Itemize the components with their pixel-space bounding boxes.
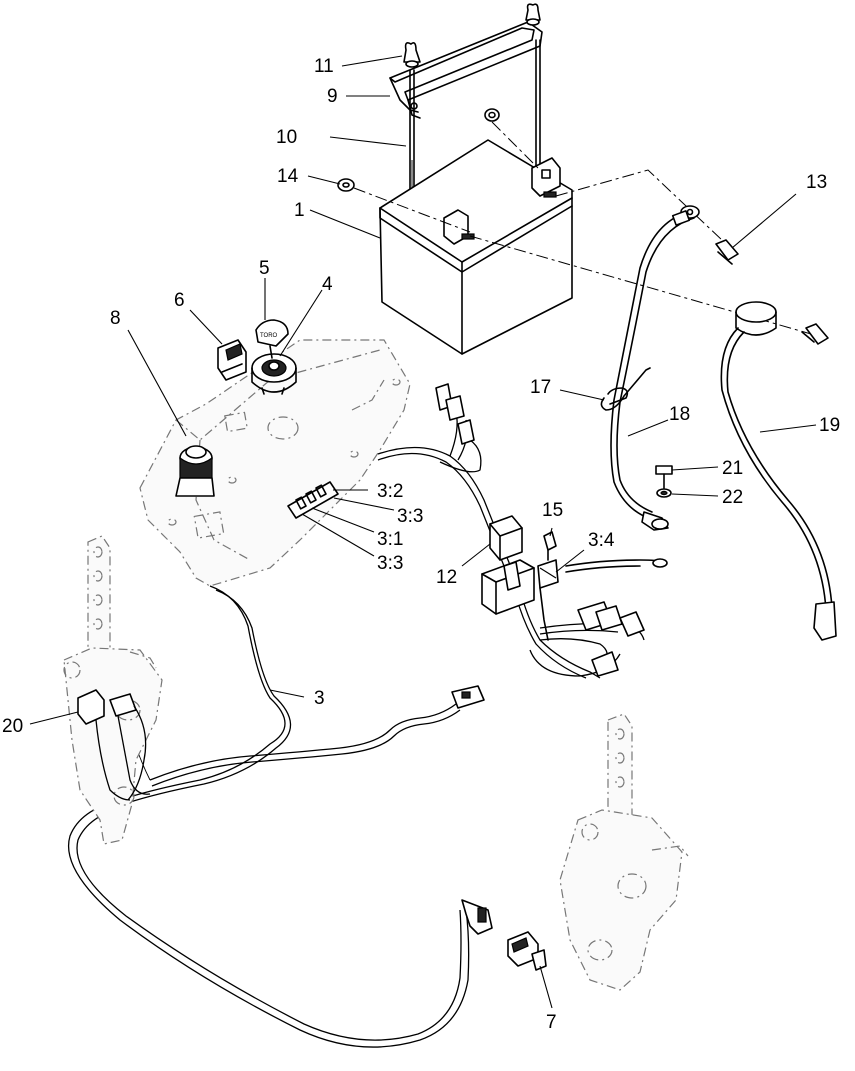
callout-4: 4	[322, 274, 333, 295]
callout-3-1: 3:1	[377, 529, 403, 550]
relay	[489, 515, 523, 561]
screw-21	[655, 465, 673, 489]
bolt-13	[715, 239, 739, 265]
key-brand-label: TORO	[260, 333, 278, 339]
right-brake-lever-assembly	[559, 713, 689, 991]
bolt-negative	[801, 323, 829, 345]
callout-7: 7	[546, 1012, 557, 1033]
callout-19: 19	[819, 415, 840, 436]
seat-switch-20	[77, 689, 151, 801]
ignition-switch	[251, 353, 297, 395]
pto-switch	[175, 445, 215, 497]
callout-5: 5	[259, 258, 270, 279]
harness-connectors-right	[529, 558, 668, 677]
screw-15	[543, 531, 557, 561]
callout-1: 1	[294, 200, 305, 221]
positive-battery-cable	[610, 205, 700, 531]
ignition-key: TORO	[255, 319, 289, 359]
wing-nut-left	[403, 42, 421, 68]
callout-3: 3	[314, 688, 325, 709]
centerline-top	[491, 121, 541, 171]
callout-18: 18	[669, 404, 690, 425]
callout-3-3-bottom: 3:3	[377, 553, 403, 574]
callout-15: 15	[542, 500, 563, 521]
callout-20: 20	[2, 716, 23, 737]
callout-22: 22	[722, 487, 743, 508]
leader-lines	[29, 55, 817, 1009]
callout-labels: 11 9 10 14 1 5 4 6 8 3:2 3:3 3:1 3:3 15 …	[2, 56, 840, 1033]
panel-connector-block	[287, 481, 339, 519]
callout-8: 8	[110, 308, 121, 329]
dash-panel	[139, 339, 411, 587]
negative-battery-cable	[720, 301, 837, 641]
callout-9: 9	[327, 86, 338, 107]
wire-harness	[68, 383, 601, 1048]
centerline-positive	[555, 169, 725, 243]
callout-11: 11	[314, 56, 334, 77]
callout-3-3-top: 3:3	[397, 506, 423, 527]
battery-nut	[337, 178, 355, 192]
battery-hold-down-rod	[389, 21, 543, 119]
battery	[379, 108, 573, 355]
centerline-nut	[353, 187, 471, 233]
battery-j-bolt-right	[535, 39, 541, 169]
callout-21: 21	[722, 458, 743, 479]
callout-13: 13	[806, 172, 827, 193]
switch-6	[217, 339, 247, 381]
callout-3-4: 3:4	[588, 530, 615, 551]
fuse-holder	[481, 559, 559, 641]
brake-switch-7	[507, 931, 547, 971]
callout-12: 12	[436, 567, 457, 588]
washer-22	[656, 488, 672, 498]
callout-10: 10	[276, 127, 297, 148]
left-brake-lever-assembly	[63, 535, 163, 845]
callout-14: 14	[277, 166, 299, 187]
wing-nut-right	[525, 3, 541, 26]
callout-3-2: 3:2	[377, 481, 403, 502]
cable-tie	[600, 367, 651, 411]
callout-17: 17	[530, 377, 551, 398]
callout-6: 6	[174, 290, 185, 311]
